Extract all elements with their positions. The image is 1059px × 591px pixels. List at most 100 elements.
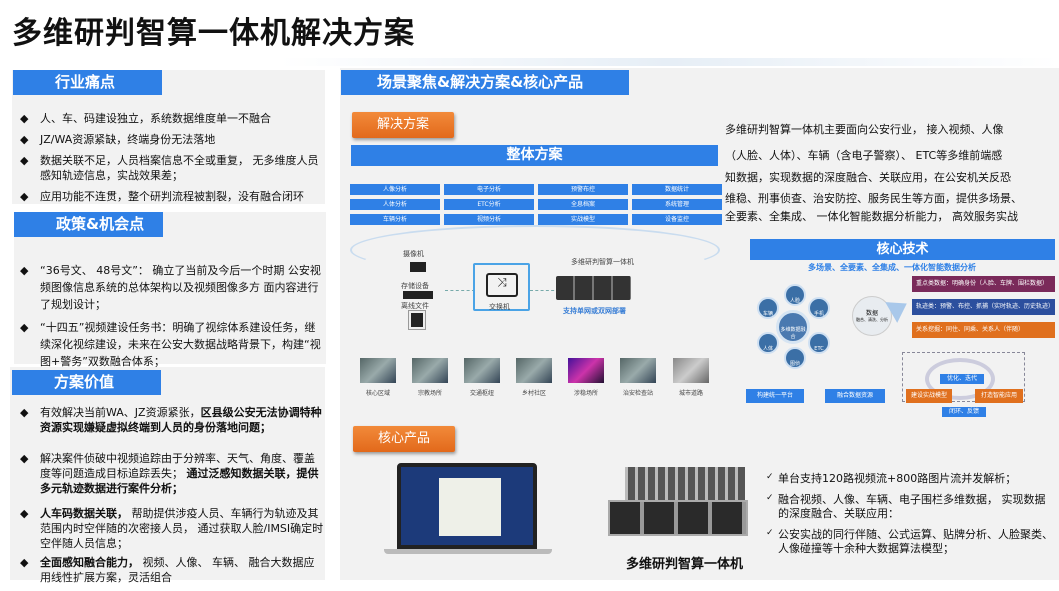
pain-list: 人、车、码建设独立，系统数据维度单一不融合 JZ/WA资源紧缺，终端身份无法落地… [14,111,326,210]
item-bold: 通过泛感知数据关联，提供多元轨迹数据进行案件分析； [40,467,319,495]
list-item: “36号文、 48号文”： 确立了当前及今后一个时期 公安视频图像信息系统的总体… [14,262,322,313]
list-item: 数据关联不足，人员档案信息不全或重复， 无多维度人员感知轨迹信息，实战效果差； [14,153,326,183]
scene-photo [464,358,500,383]
device-label: 离线文件 [401,302,429,310]
core-header: 核心技术 [750,239,1055,260]
fusion-center: 多维数据融合 [776,310,810,344]
solution-button[interactable]: 解决方案 [352,112,454,138]
module-cell: 人体分析 [350,199,440,210]
product-name: 多维研判智算一体机 [626,557,744,572]
loop-ring [925,358,995,400]
switch-icon: ⤨ [486,273,518,297]
storage-icon [403,291,433,299]
list-item: 有效解决当前WA、JZ资源紧张，区县级公安无法协调特种资源实现嫌疑虚拟终端到人员… [14,405,324,435]
node-vehicle: 车辆 [757,297,779,319]
loop-label: 优化、迭代 [940,374,984,384]
flow-step: 建设实战模型 [906,389,952,403]
item-text: 帮助提供涉疫人员、车辆行为轨迹及其范围内时空伴随的次密接人员， 通过获取人脸/I… [40,507,324,550]
decor-ring [350,225,720,275]
map-view [439,478,501,536]
item-bold: 全面感知融合能力， [40,556,139,569]
loop-frame [902,352,1025,402]
intro-line: 维稳、刑事侦查、治安防控、服务民生等方面，提供多场景、 [725,192,1022,205]
module-cell: ETC分析 [444,199,534,210]
module-cell: 车辆分析 [350,214,440,225]
scene-photo [620,358,656,383]
item-text: 解决案件侦破中视频追踪由于分辨率、天气、角度、覆盖度等问题造成目标追踪丢失； [40,452,315,480]
category-bar: 关系挖掘：同住、同乘、关系人（伴随） [912,322,1055,338]
list-item: “十四五”视频建设任务书：明确了视综体系建设任务，继续深化视综建设，未来在公安大… [14,319,322,370]
policy-header: 政策&机会点 [14,212,163,237]
scene-item: 乡村社区 [516,358,552,397]
list-item: 人、车、码建设独立，系统数据维度单一不融合 [14,111,326,126]
scene-item: 治安检查站 [620,358,656,397]
category-bar: 重点类数据：明确身份（人脸、车牌、围栏数据） [912,276,1055,292]
module-cell: 实战模型 [538,214,628,225]
intro-line: 知数据，实现数据的深度融合、关联应用，在公安机关反恐 [725,171,1011,184]
scene-item: 宗教场所 [412,358,448,397]
node-etc: ETC [808,332,830,354]
core-subtitle: 多场景、全要素、全集成、一体化智能数据分析 [808,263,976,272]
module-cell: 全息档案 [538,199,628,210]
scene-item: 核心区域 [360,358,396,397]
category-bar: 轨迹类：预警、布控、抓捕（实时轨迹、历史轨迹） [912,299,1055,315]
loop-label: 闭环、反馈 [942,407,986,417]
scene-label: 涉稳场所 [573,390,598,397]
scene-photo [568,358,604,383]
bubble-title: 数据 [865,310,878,317]
scene-label: 交通枢纽 [469,390,494,397]
module-cell: 设备监控 [632,214,722,225]
scene-item: 城市道路 [673,358,709,397]
module-cell: 系统管理 [632,199,722,210]
overall-header: 整体方案 [351,145,718,166]
switch-label: 交换机 [489,303,510,311]
list-item: JZ/WA资源紧缺，终端身份无法落地 [14,132,326,147]
scene-label: 核心区域 [365,390,390,397]
policy-list: “36号文、 48号文”： 确立了当前及今后一个时期 公安视频图像信息系统的总体… [14,262,322,376]
node-video: 图侦 [784,347,806,369]
module-cell: 视频分析 [444,214,534,225]
value-list: 有效解决当前WA、JZ资源紧张，区县级公安无法协调特种资源实现嫌疑虚拟终端到人员… [14,405,324,591]
bubble-sub: 融合、清洗、分析 [856,317,888,322]
scene-photo [360,358,396,383]
module-cell: 电子分析 [444,184,534,195]
gpu-cards [625,467,745,503]
scene-photo [673,358,709,383]
decor-band [280,58,1059,66]
feature-item: 公安实战的同行伴随、公式运算、贴牌分析、人脸聚类、人像碰撞等十余种大数据算法模型… [766,526,1056,556]
camera-icon [410,262,426,272]
list-item: 应用功能不连贯，整个研判流程被割裂，没有融合闭环 [14,189,326,204]
scene-photo [412,358,448,383]
device-label: 摄像机 [403,250,424,258]
intro-line: （人脸、人体）、车辆（含电子警察）、 ETC等多维前端感 [725,149,1003,162]
scene-label: 城市道路 [678,390,703,397]
value-header: 方案价值 [12,370,161,395]
link-line [445,290,475,291]
flow-step: 打造智能应用 [975,389,1023,403]
flow-step: 融合数据资源 [825,389,885,403]
scene-item: 涉稳场所 [568,358,604,397]
node-phone: 手机 [808,297,830,319]
switch-frame [473,263,530,311]
flow-step: 构建统一平台 [746,389,804,403]
scene-label: 乡村社区 [521,390,546,397]
pain-header: 行业痛点 [13,70,162,95]
server-icon [556,276,631,300]
video-file-icon [408,310,426,330]
item-bold: 人车码数据关联， [40,507,128,520]
data-bubble: 数据融合、清洗、分析 [852,296,892,336]
list-item: 解决案件侦破中视频追踪由于分辨率、天气、角度、覆盖度等问题造成目标追踪丢失； 通… [14,451,324,496]
feature-list: 单台支持120路视频流+800路图片流并发解析； 融合视频、人像、车辆、电子围栏… [766,470,1056,563]
node-face: 人脸 [784,284,806,306]
feature-item: 融合视频、人像、车辆、电子围栏多维数据， 实现数据的深度融合、关联应用： [766,491,1056,521]
intro-line: 多维研判智算一体机主要面向公安行业， 接入视频、人像 [725,123,1004,136]
deploy-label: 支持单网或双网部署 [563,307,626,315]
core-product-button[interactable]: 核心产品 [353,426,455,452]
list-item: 全面感知融合能力， 视频、人像、 车辆、 融合大数据应用线性扩展方案，灵活组合 [14,555,324,585]
laptop-base [384,549,552,554]
page-title: 多维研判智算一体机解决方案 [12,16,415,51]
appliance-label: 多维研判智算一体机 [571,258,634,266]
device-label: 存储设备 [401,282,429,290]
list-item: 人车码数据关联， 帮助提供涉疫人员、车辆行为轨迹及其范围内时空伴随的次密接人员，… [14,506,324,551]
